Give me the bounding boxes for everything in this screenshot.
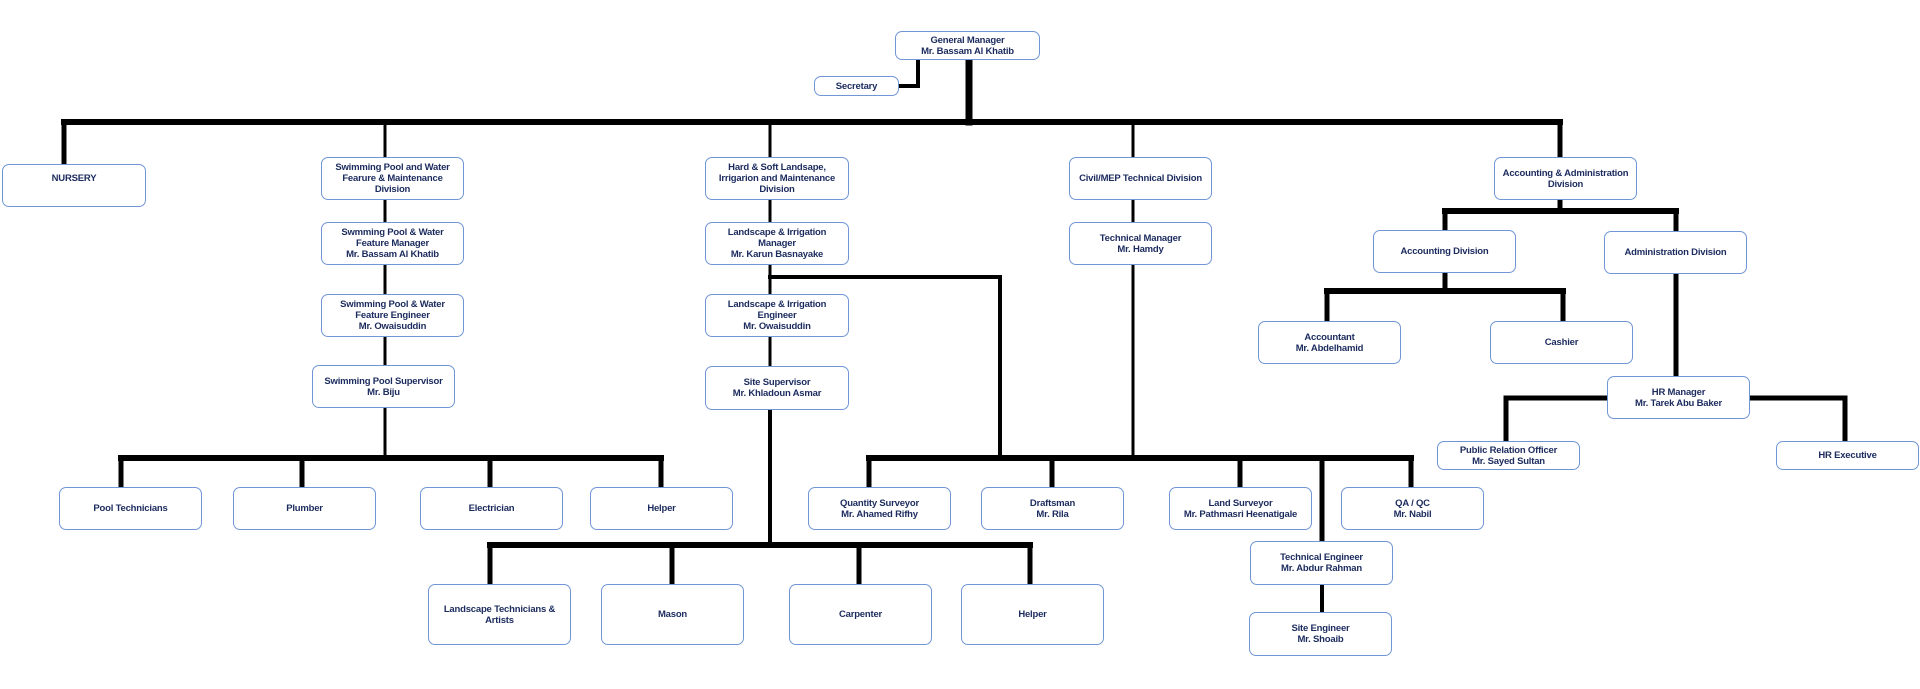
node-title: Mason: [657, 609, 688, 620]
node-carpenter[interactable]: Carpenter: [789, 584, 932, 645]
node-title: Accounting Division: [1400, 246, 1489, 257]
node-line: Artists: [485, 614, 514, 626]
node-line: Feature Manager: [355, 238, 430, 249]
node-person: Mr. Shoaib: [1297, 634, 1344, 645]
node-line: Division: [374, 184, 411, 195]
node-title: HR Manager: [1651, 386, 1706, 398]
node-title: Site Engineer: [1291, 623, 1350, 634]
node-title: Cashier: [1544, 337, 1579, 348]
node-title: Accountant: [1304, 331, 1355, 343]
node-line: Accounting & Administration: [1502, 167, 1629, 179]
node-pool-helper[interactable]: Helper: [590, 487, 733, 530]
node-person: Mr. Karun Basnayake: [730, 249, 824, 260]
node-line: Fearure & Maintenance: [342, 173, 443, 184]
node-secretary[interactable]: Secretary: [814, 76, 899, 96]
node-title: General Manager: [930, 34, 1005, 46]
node-line: Swimming Pool & Water: [340, 299, 445, 310]
node-line: Swimming Pool and Water: [335, 162, 450, 173]
node-line: Landscape & Irrigation: [727, 227, 827, 238]
node-title: Helper: [647, 503, 676, 514]
node-title: Pool Technicians: [93, 503, 168, 514]
node-person: Mr. Hamdy: [1117, 243, 1164, 255]
node-person: Mr. Biju: [367, 386, 400, 398]
node-title: Draftsman: [1029, 497, 1076, 509]
node-line: Feature Engineer: [355, 310, 430, 321]
node-pool-technicians[interactable]: Pool Technicians: [59, 487, 202, 530]
node-cashier[interactable]: Cashier: [1490, 321, 1633, 364]
node-administration-division[interactable]: Administration Division: [1604, 231, 1747, 274]
node-civil-mep-division[interactable]: Civil/MEP Technical Division: [1069, 157, 1212, 200]
node-hr-executive[interactable]: HR Executive: [1776, 441, 1919, 470]
node-title: Secretary: [835, 80, 878, 92]
node-person: Mr. Abdur Rahman: [1281, 563, 1362, 574]
node-nursery[interactable]: NURSERY: [2, 164, 146, 207]
node-title: Technical Manager: [1099, 232, 1182, 244]
node-line: Division: [1547, 178, 1584, 190]
node-line: Manager: [758, 238, 796, 249]
node-title: Carpenter: [838, 609, 883, 620]
node-mason[interactable]: Mason: [601, 584, 744, 645]
node-person: Mr. Owaisuddin: [743, 321, 811, 332]
node-landscape-helper[interactable]: Helper: [961, 584, 1104, 645]
node-person: Mr. Pathmasri Heenatigale: [1183, 508, 1298, 520]
node-title: Technical Engineer: [1280, 552, 1363, 563]
node-landscape-technicians[interactable]: Landscape Technicians &Artists: [428, 584, 571, 645]
node-line: Landscape Technicians &: [443, 603, 556, 615]
node-person: Mr. Khladoun Asmar: [732, 388, 822, 399]
node-plumber[interactable]: Plumber: [233, 487, 376, 530]
node-electrician[interactable]: Electrician: [420, 487, 563, 530]
node-title: Quantity Surveyor: [840, 497, 919, 509]
node-title: QA / QC: [1395, 497, 1430, 509]
node-title: Land Surveyor: [1208, 497, 1273, 509]
node-title: HR Executive: [1818, 450, 1877, 461]
node-person: Mr. Owaisuddin: [358, 321, 427, 332]
node-person: Mr. Tarek Abu Baker: [1634, 397, 1722, 409]
node-person: Mr. Abdelhamid: [1295, 342, 1364, 354]
node-title: Civil/MEP Technical Division: [1079, 173, 1202, 184]
node-line: Hard & Soft Landsape,: [728, 162, 826, 173]
node-line: Landscape & Irrigation: [727, 299, 827, 310]
node-line: Division: [759, 184, 795, 195]
node-accounting-division[interactable]: Accounting Division: [1373, 230, 1516, 273]
node-title: Swimming Pool Supervisor: [324, 375, 443, 387]
node-title: Helper: [1018, 609, 1047, 620]
node-title: Plumber: [286, 503, 323, 514]
node-person: Mr. Rila: [1036, 508, 1069, 520]
node-title: Electrician: [468, 503, 515, 514]
node-line: Engineer: [757, 310, 797, 321]
node-title: Site Supervisor: [743, 377, 811, 388]
node-title: Administration Division: [1624, 247, 1727, 258]
node-title: Public Relation Officer: [1459, 444, 1558, 456]
node-line: Irrigarion and Maintenance: [718, 173, 836, 184]
node-line: Swmming Pool & Water: [341, 227, 444, 238]
node-person: Mr. Ahamed Rifhy: [841, 508, 918, 520]
node-landscape-division[interactable]: Hard & Soft Landsape,Irrigarion and Main…: [705, 157, 849, 200]
node-person: Mr. Sayed Sultan: [1472, 455, 1545, 467]
node-person: Mr. Bassam Al Khatib: [921, 45, 1014, 57]
node-title: NURSERY: [51, 173, 97, 184]
node-person: Mr. Nabil: [1393, 508, 1432, 520]
node-person: Mr. Bassam Al Khatib: [346, 249, 439, 260]
